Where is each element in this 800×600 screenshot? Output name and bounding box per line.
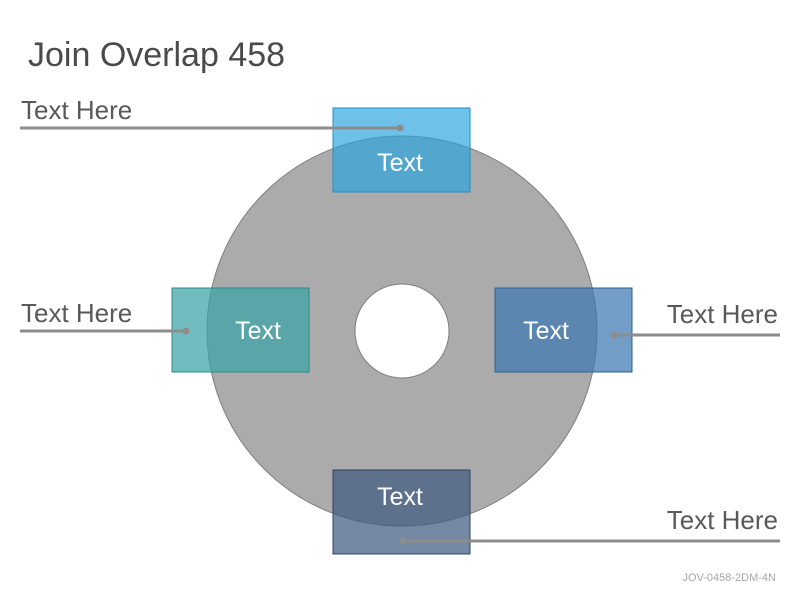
box-right[interactable]: Text (494, 287, 633, 373)
box-left-label: Text (235, 317, 281, 345)
callout-line-mid-right (610, 331, 780, 339)
callout-line-top-left (20, 124, 404, 132)
box-top[interactable]: Text (332, 107, 471, 193)
footer-code: JOV-0458-2DM-4N (682, 572, 776, 584)
callout-line-mid-left (20, 327, 190, 335)
page-title: Join Overlap 458 (28, 36, 286, 74)
box-bottom-label: Text (377, 483, 423, 511)
callout-label-bottom-right: Text Here (666, 505, 778, 535)
inner-hole (354, 283, 450, 379)
callout-label-top-left: Text Here (21, 95, 133, 125)
callout-line-bottom-right (399, 537, 780, 545)
box-top-label: Text (377, 149, 423, 177)
callout-label-mid-right: Text Here (666, 299, 778, 329)
box-right-label: Text (523, 317, 569, 345)
callout-label-mid-left: Text Here (21, 298, 133, 328)
box-left[interactable]: Text (171, 287, 310, 373)
